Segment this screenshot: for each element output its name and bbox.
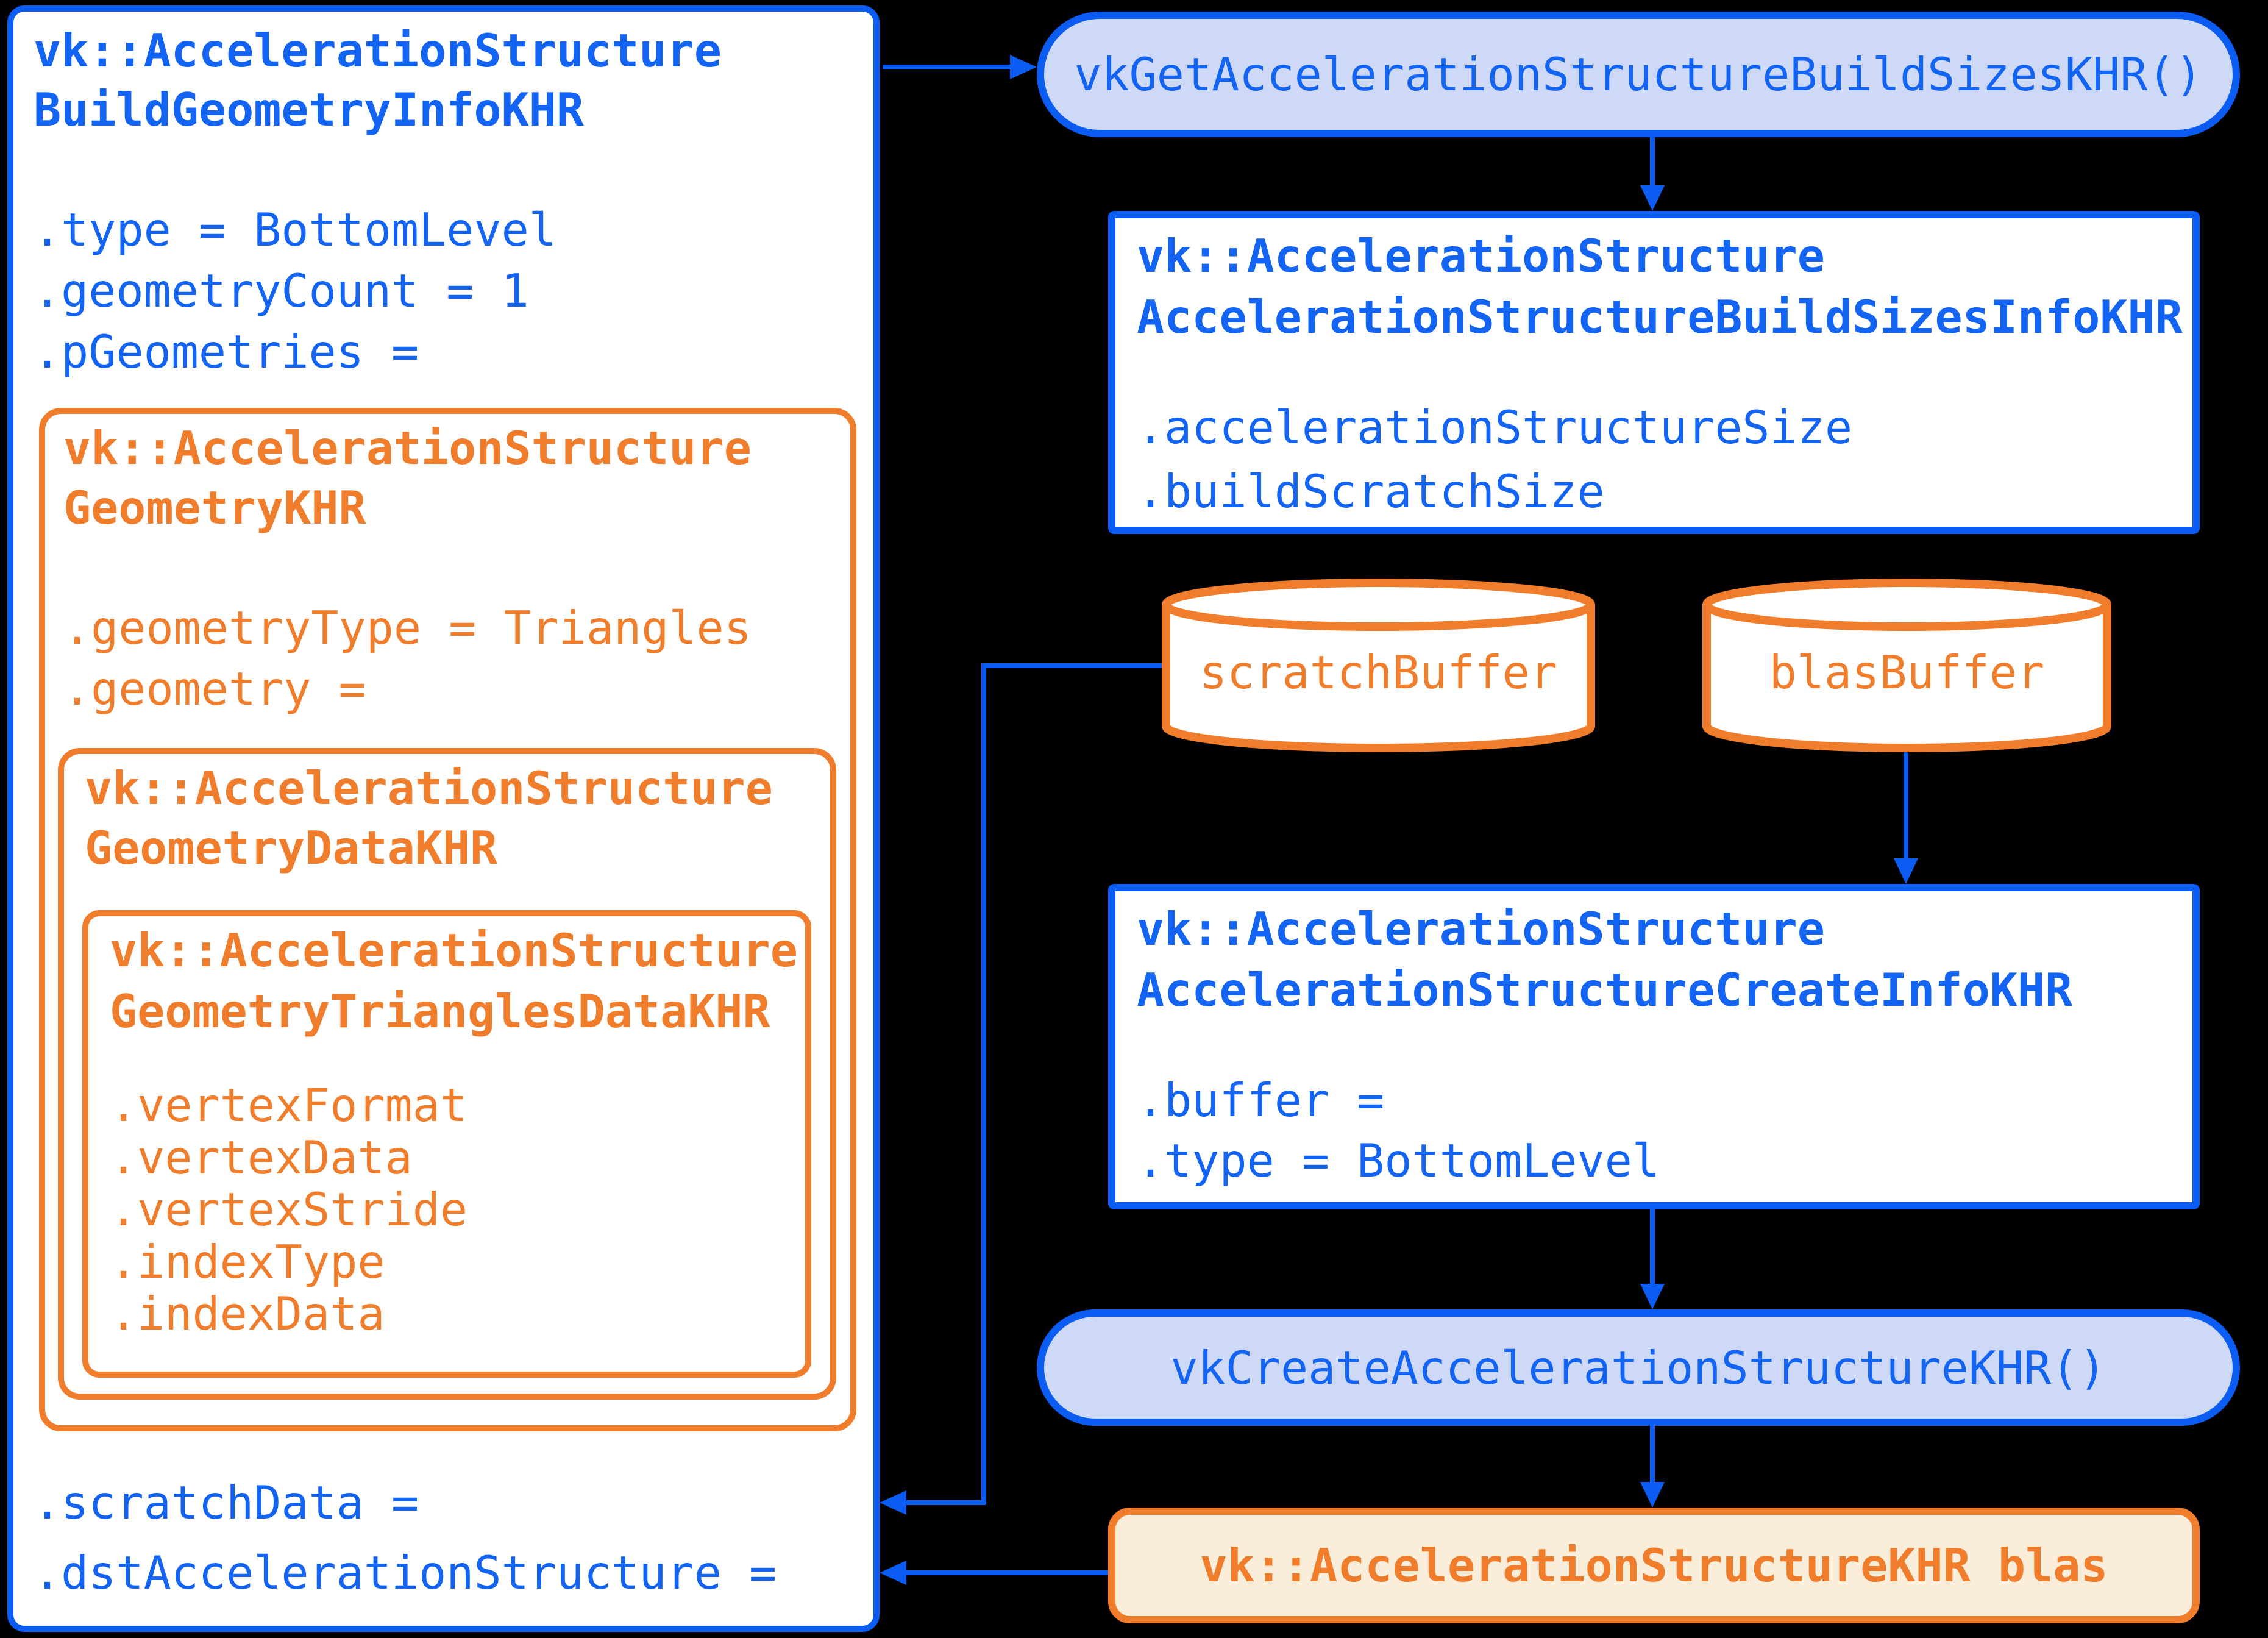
blas-result-box: vk::AccelerationStructureKHR blas bbox=[1108, 1508, 2200, 1623]
create-info-title-line2: AccelerationStructureCreateInfoKHR bbox=[1137, 963, 2073, 1017]
geometry-khr-title-line1: vk::AccelerationStructure bbox=[63, 421, 752, 475]
get-build-sizes-call-label: vkGetAccelerationStructureBuildSizesKHR(… bbox=[1074, 48, 2203, 101]
build-sizes-info-box: vk::AccelerationStructure AccelerationSt… bbox=[1108, 211, 2200, 534]
arrowhead-createcall-to-blas bbox=[1640, 1482, 1665, 1508]
geometry-khr-title-line2: GeometryKHR bbox=[63, 481, 366, 535]
create-info-title-line1: vk::AccelerationStructure bbox=[1137, 902, 1825, 956]
create-call-label: vkCreateAccelerationStructureKHR() bbox=[1170, 1341, 2106, 1395]
field-buffer: .buffer = bbox=[1137, 1074, 1385, 1127]
scratch-buffer-cylinder-top bbox=[1162, 579, 1595, 631]
field-vertex-data: .vertexData bbox=[110, 1131, 413, 1184]
field-build-scratch-size: .buildScratchSize bbox=[1137, 465, 1605, 518]
field-dst-acceleration-structure: .dstAccelerationStructure = bbox=[34, 1546, 777, 1600]
field-create-type: .type = BottomLevel bbox=[1137, 1134, 1660, 1188]
field-geometry: .geometry = bbox=[63, 662, 366, 716]
arrowhead-createinfo-to-createcall bbox=[1640, 1284, 1665, 1309]
blas-buffer-cylinder bbox=[1702, 579, 2111, 752]
build-geometry-info-title-line1: vk::AccelerationStructure bbox=[34, 24, 722, 77]
build-geometry-info-title-line2: BuildGeometryInfoKHR bbox=[34, 83, 585, 137]
field-type: .type = BottomLevel bbox=[34, 203, 556, 257]
field-vertex-stride: .vertexStride bbox=[110, 1183, 467, 1236]
field-acceleration-structure-size: .accelerationStructureSize bbox=[1137, 401, 1852, 454]
arrowhead-getsizes-to-sizesinfo bbox=[1640, 185, 1665, 211]
create-info-box: vk::AccelerationStructure AccelerationSt… bbox=[1108, 884, 2200, 1209]
field-vertex-format: .vertexFormat bbox=[110, 1078, 467, 1132]
scratch-buffer-label: scratchBuffer bbox=[1200, 646, 1557, 699]
blas-result-label: vk::AccelerationStructureKHR blas bbox=[1200, 1539, 2108, 1592]
field-geometry-count: .geometryCount = 1 bbox=[34, 264, 529, 318]
geometry-data-khr-title-line2: GeometryDataKHR bbox=[85, 821, 498, 875]
geometry-triangles-data-khr-box: vk::AccelerationStructure GeometryTriang… bbox=[82, 910, 811, 1378]
get-build-sizes-call-pill: vkGetAccelerationStructureBuildSizesKHR(… bbox=[1037, 12, 2240, 137]
arrowhead-blasbuffer-to-createinfo bbox=[1894, 858, 1918, 884]
geometry-triangles-title-line2: GeometryTrianglesDataKHR bbox=[110, 985, 770, 1038]
field-geometry-type: .geometryType = Triangles bbox=[63, 601, 752, 655]
connector-scratchbuffer-to-scratchdata bbox=[906, 663, 1166, 1505]
field-index-type: .indexType bbox=[110, 1235, 385, 1289]
blas-buffer-cylinder-body bbox=[1702, 605, 2111, 752]
scratch-buffer-cylinder-body bbox=[1162, 605, 1595, 752]
arrowhead-scratchbuffer-to-scratchdata bbox=[880, 1490, 906, 1515]
arrowhead-buildinfo-to-getsizes bbox=[1010, 55, 1037, 79]
scratch-buffer-cylinder bbox=[1162, 579, 1595, 752]
geometry-data-khr-title-line1: vk::AccelerationStructure bbox=[85, 761, 773, 815]
blas-buffer-cylinder-top bbox=[1702, 579, 2111, 631]
build-sizes-info-title-line1: vk::AccelerationStructure bbox=[1137, 229, 1825, 283]
field-scratch-data: .scratchData = bbox=[34, 1476, 419, 1529]
build-sizes-info-title-line2: AccelerationStructureBuildSizesInfoKHR bbox=[1137, 290, 2183, 344]
arrowhead-blas-to-dst bbox=[880, 1561, 906, 1585]
geometry-triangles-title-line1: vk::AccelerationStructure bbox=[110, 924, 798, 977]
create-call-pill: vkCreateAccelerationStructureKHR() bbox=[1037, 1309, 2240, 1426]
field-p-geometries: .pGeometries = bbox=[34, 325, 419, 379]
field-index-data: .indexData bbox=[110, 1287, 385, 1341]
blas-buffer-label: blasBuffer bbox=[1769, 646, 2045, 699]
